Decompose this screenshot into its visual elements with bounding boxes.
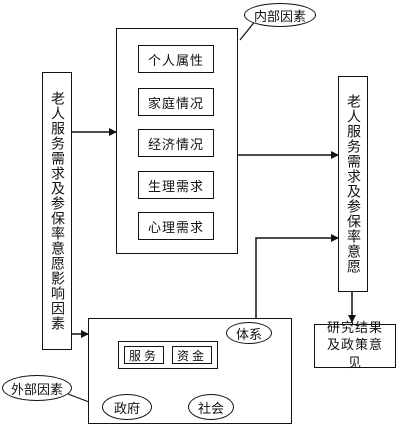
item-family-situation: 家庭情况 — [138, 88, 214, 116]
needs-willingness-title: 老人服务需求及参保率意愿 — [345, 94, 361, 274]
society-oval: 社会 — [188, 394, 234, 420]
item-personal-attributes: 个人属性 — [138, 45, 214, 73]
government-oval: 政府 — [102, 394, 152, 420]
service-box: 服务 — [124, 346, 164, 364]
result-text: 研究结果及政策意见 — [326, 320, 383, 371]
arrow-external-to-right — [255, 234, 339, 318]
internal-factors-oval: 内部因素 — [244, 3, 316, 27]
item-physiological-needs: 生理需求 — [138, 171, 214, 199]
service-text: 服务 — [128, 348, 159, 363]
influence-factors-box: 老人服务需求及参保率意愿影响因素 — [42, 72, 72, 350]
line-external-oval — [67, 393, 90, 403]
external-factors-oval: 外部因素 — [2, 375, 72, 401]
result-box: 研究结果及政策意见 — [314, 321, 396, 371]
item-psychological-needs: 心理需求 — [138, 212, 214, 240]
item-economic-situation: 经济情况 — [138, 129, 214, 157]
fund-box: 资金 — [172, 346, 212, 364]
needs-willingness-box: 老人服务需求及参保率意愿 — [338, 76, 368, 292]
influence-factors-title: 老人服务需求及参保率意愿影响因素 — [49, 91, 65, 331]
system-oval: 体系 — [226, 322, 272, 344]
fund-text: 资金 — [176, 348, 207, 363]
